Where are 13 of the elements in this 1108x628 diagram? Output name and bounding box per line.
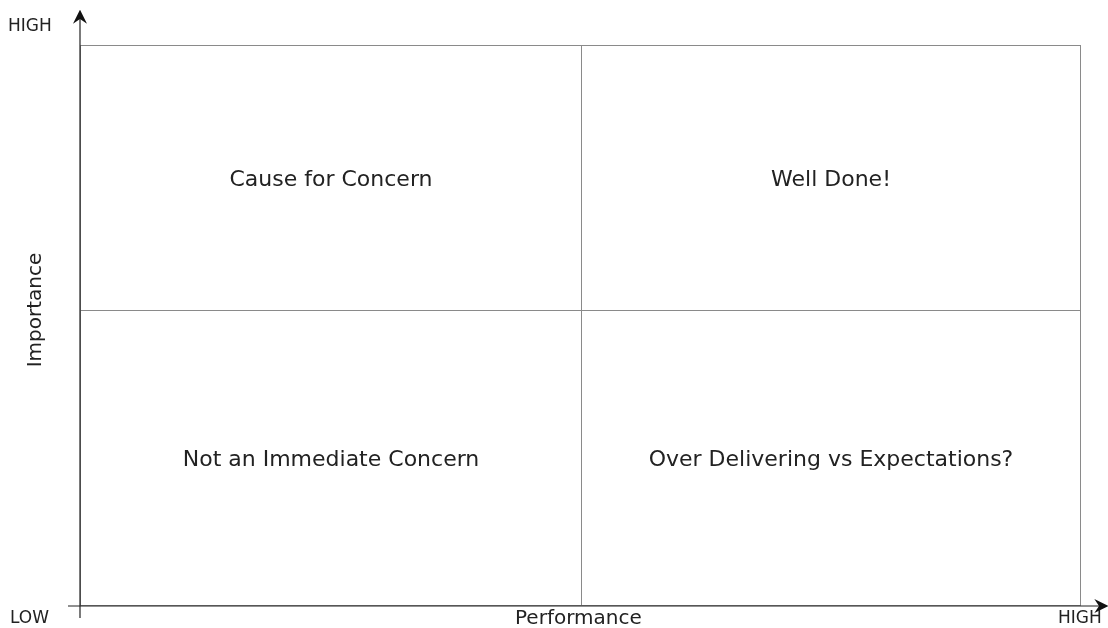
axis-title: Importance <box>22 252 46 368</box>
axis-label: HIGH <box>1058 607 1102 627</box>
quadrant <box>581 310 1081 606</box>
quadrant-label: Not an Immediate Concern <box>181 445 481 471</box>
quadrant-label: Well Done! <box>770 165 892 191</box>
quadrant <box>80 310 582 606</box>
quadrant <box>80 45 582 311</box>
quadrant <box>581 45 1081 311</box>
quadrant-label: Cause for Concern <box>228 165 434 191</box>
axis-label: HIGH <box>8 15 52 35</box>
quadrant-label: Over Delivering vs Expectations? <box>647 445 1015 471</box>
axis-title: Performance <box>515 605 642 628</box>
axis-label: LOW <box>10 607 50 627</box>
